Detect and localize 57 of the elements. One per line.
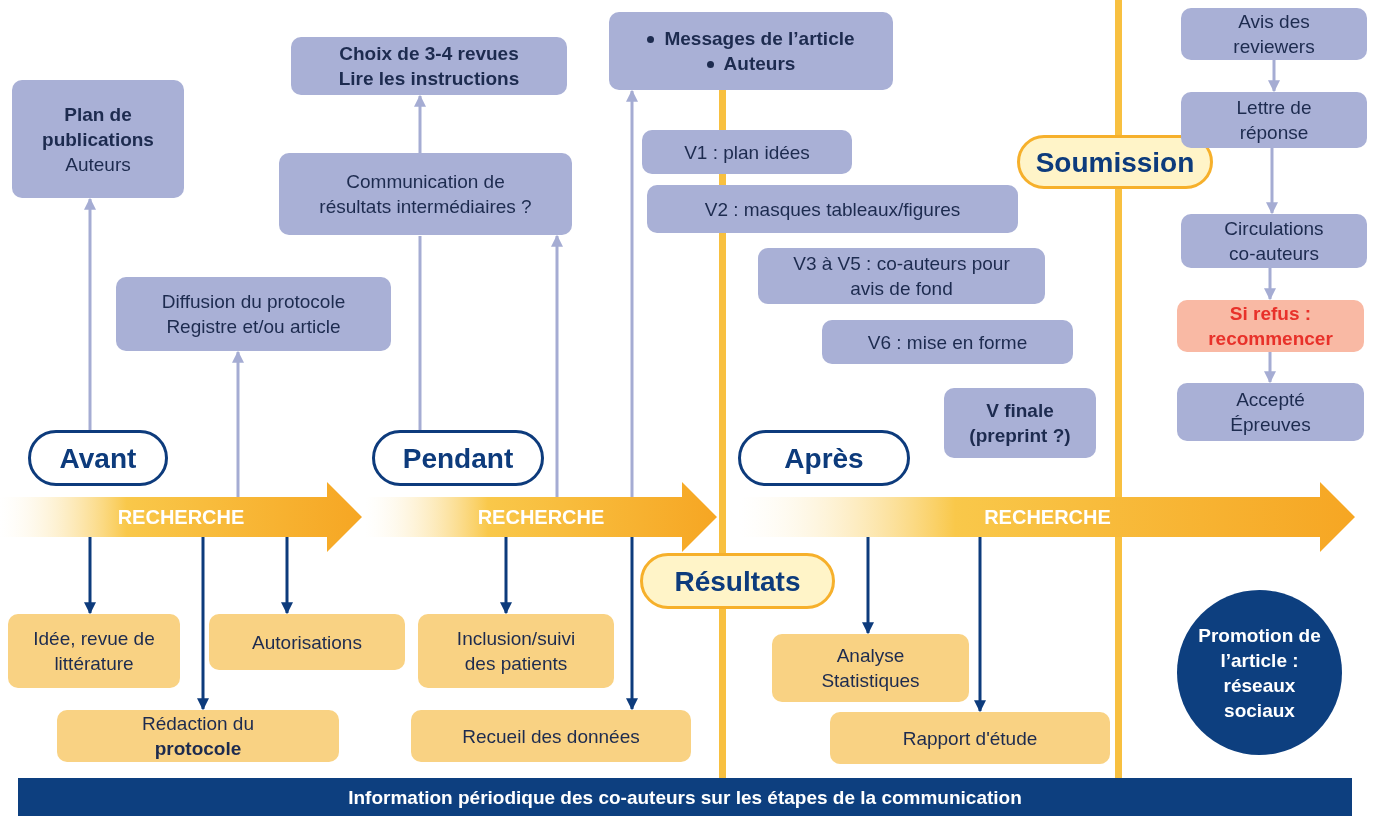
arrow — [974, 537, 986, 713]
step-card — [116, 277, 391, 351]
card-text: Auteurs — [706, 51, 796, 76]
version-card: V finale (preprint ?) — [944, 388, 1096, 458]
card-text: Lire les instructions — [338, 67, 520, 91]
warning-card: Si refus : recommencer — [1177, 300, 1364, 352]
task-card: Recueil des données — [411, 710, 691, 762]
task-card: Inclusion/suivi des patients — [418, 614, 614, 688]
version-card: V3 à V5 : co-auteurs pour avis de fond — [758, 248, 1045, 304]
arrow — [281, 537, 293, 615]
task-card: Analyse Statistiques — [772, 634, 969, 702]
arrow — [1264, 268, 1276, 301]
arrow-label: RECHERCHE — [477, 504, 605, 530]
arrow — [862, 537, 874, 635]
step-card — [609, 12, 893, 90]
task-card: Rapport d'étude — [830, 712, 1110, 764]
arrow — [414, 94, 426, 153]
step-card — [291, 37, 567, 95]
arrow — [1266, 148, 1278, 215]
arrow — [500, 537, 512, 615]
card-heading: Plan de publications — [41, 102, 155, 152]
step-card: Circulations co-auteurs — [1181, 214, 1367, 268]
task-card: Rédaction du protocole — [57, 710, 339, 762]
card-heading: Choix de 3-4 revues — [339, 42, 519, 66]
arrow-label: RECHERCHE — [117, 504, 245, 530]
step-card: Avis des reviewers — [1181, 8, 1367, 60]
card-text: Auteurs — [65, 152, 131, 177]
phase-pill: Après — [738, 430, 910, 486]
phase-pill: Avant — [28, 430, 168, 486]
milestone-pill: Résultats — [640, 553, 835, 609]
step-card: Lettre de réponse — [1181, 92, 1367, 148]
plan-card — [12, 80, 184, 198]
card-text: Registre et/ou article — [166, 315, 341, 339]
connector-line — [418, 236, 422, 430]
step-card: Accepté Épreuves — [1177, 383, 1364, 441]
arrow-label: RECHERCHE — [984, 504, 1111, 530]
phase-pill: Pendant — [372, 430, 544, 486]
arrow — [1264, 352, 1276, 384]
card-heading: Messages de l’article — [647, 26, 855, 51]
task-card: Idée, revue de littérature — [8, 614, 180, 688]
task-card: Autorisations — [209, 614, 405, 670]
milestone-pill: Soumission — [1017, 135, 1213, 189]
step-card: Communication de résultats intermédiaires ? — [279, 153, 572, 235]
arrow — [197, 537, 209, 711]
version-card: V6 : mise en forme — [822, 320, 1073, 364]
promotion-circle: Promotion de l’article : réseaux sociaux — [1177, 590, 1342, 755]
arrow — [84, 197, 96, 430]
arrow — [1268, 60, 1280, 93]
arrow — [626, 89, 638, 497]
version-card: V2 : masques tableaux/figures — [647, 185, 1018, 233]
info-banner: Information périodique des co-auteurs sur les étapes de la communication — [18, 778, 1352, 816]
arrow — [551, 234, 563, 497]
arrow — [84, 537, 96, 615]
arrow — [232, 350, 244, 497]
arrow — [626, 537, 638, 711]
version-card: V1 : plan idées — [642, 130, 852, 174]
card-heading: Diffusion du protocole — [161, 290, 346, 314]
